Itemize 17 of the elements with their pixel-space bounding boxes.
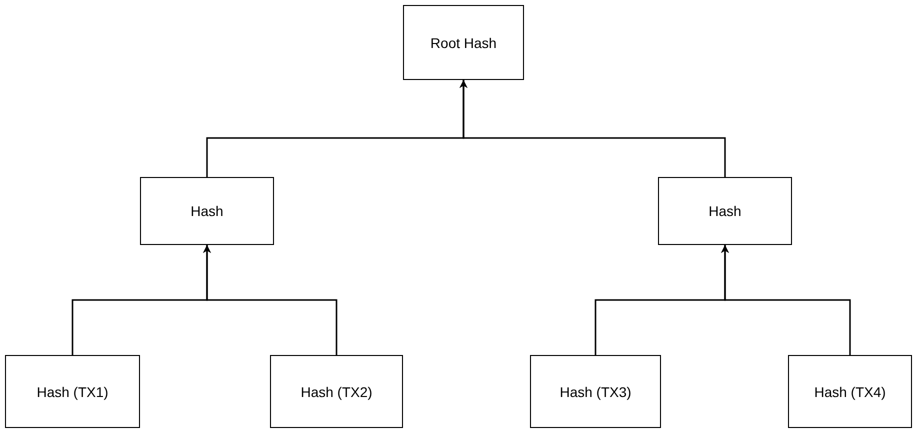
arrow <box>721 245 851 355</box>
node-label: Root Hash <box>430 34 497 50</box>
hash-box <box>658 177 792 245</box>
node-label: Hash <box>708 203 742 219</box>
hash-box <box>788 355 912 428</box>
hash-box <box>5 355 140 428</box>
arrow <box>203 245 338 355</box>
hash-box <box>140 177 274 245</box>
node-label: Hash (TX4) <box>814 384 886 400</box>
arrow <box>460 80 726 177</box>
node-label: Hash (TX3) <box>560 384 632 400</box>
hash-box <box>530 355 661 428</box>
hash-box <box>270 355 403 428</box>
node-label: Hash (TX1) <box>36 384 108 400</box>
node-label: Hash <box>190 203 224 219</box>
hash-box <box>403 5 524 80</box>
node-label: Hash (TX2) <box>300 384 372 400</box>
